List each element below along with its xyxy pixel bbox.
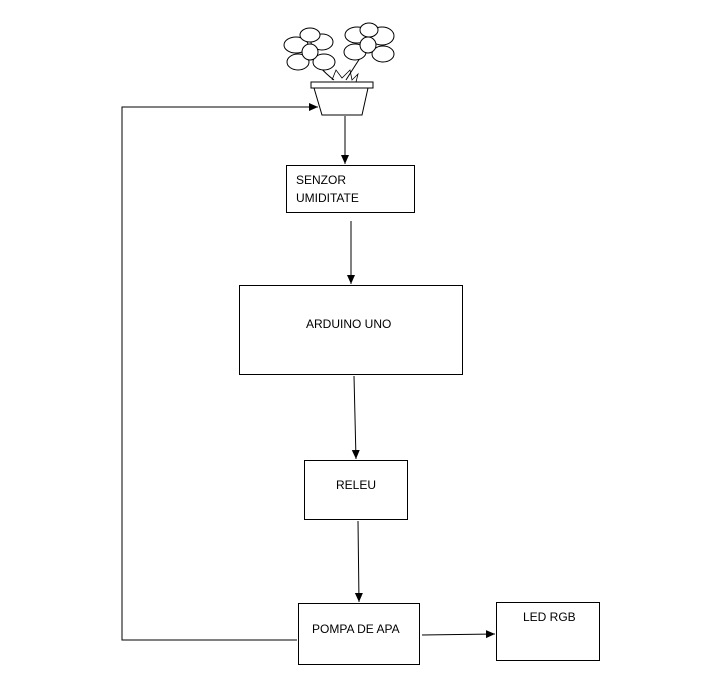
senzor-label-line1: SENZOR — [296, 173, 347, 187]
edge-pompa-to-led — [421, 630, 496, 639]
releu-box: RELEU — [304, 460, 408, 520]
pompa-de-apa-box: POMPA DE APA — [298, 603, 420, 665]
edge-arduino-to-releu — [351, 375, 360, 460]
senzor-label-line2: UMIDITATE — [296, 191, 359, 205]
potted-flower-icon — [283, 22, 395, 116]
arduino-uno-box: ARDUINO UNO — [239, 285, 463, 375]
edge-releu-to-pompa — [354, 520, 363, 603]
led-rgb-box: LED RGB — [496, 602, 600, 661]
led-rgb-label: LED RGB — [523, 610, 576, 624]
senzor-umiditate-label: SENZOR UMIDITATE — [296, 171, 359, 207]
senzor-umiditate-box: SENZOR UMIDITATE — [286, 165, 415, 213]
pompa-de-apa-label: POMPA DE APA — [312, 622, 400, 636]
arduino-uno-label: ARDUINO UNO — [306, 317, 392, 331]
edge-pompa-to-plant — [121, 103, 318, 641]
releu-label: RELEU — [336, 478, 377, 492]
